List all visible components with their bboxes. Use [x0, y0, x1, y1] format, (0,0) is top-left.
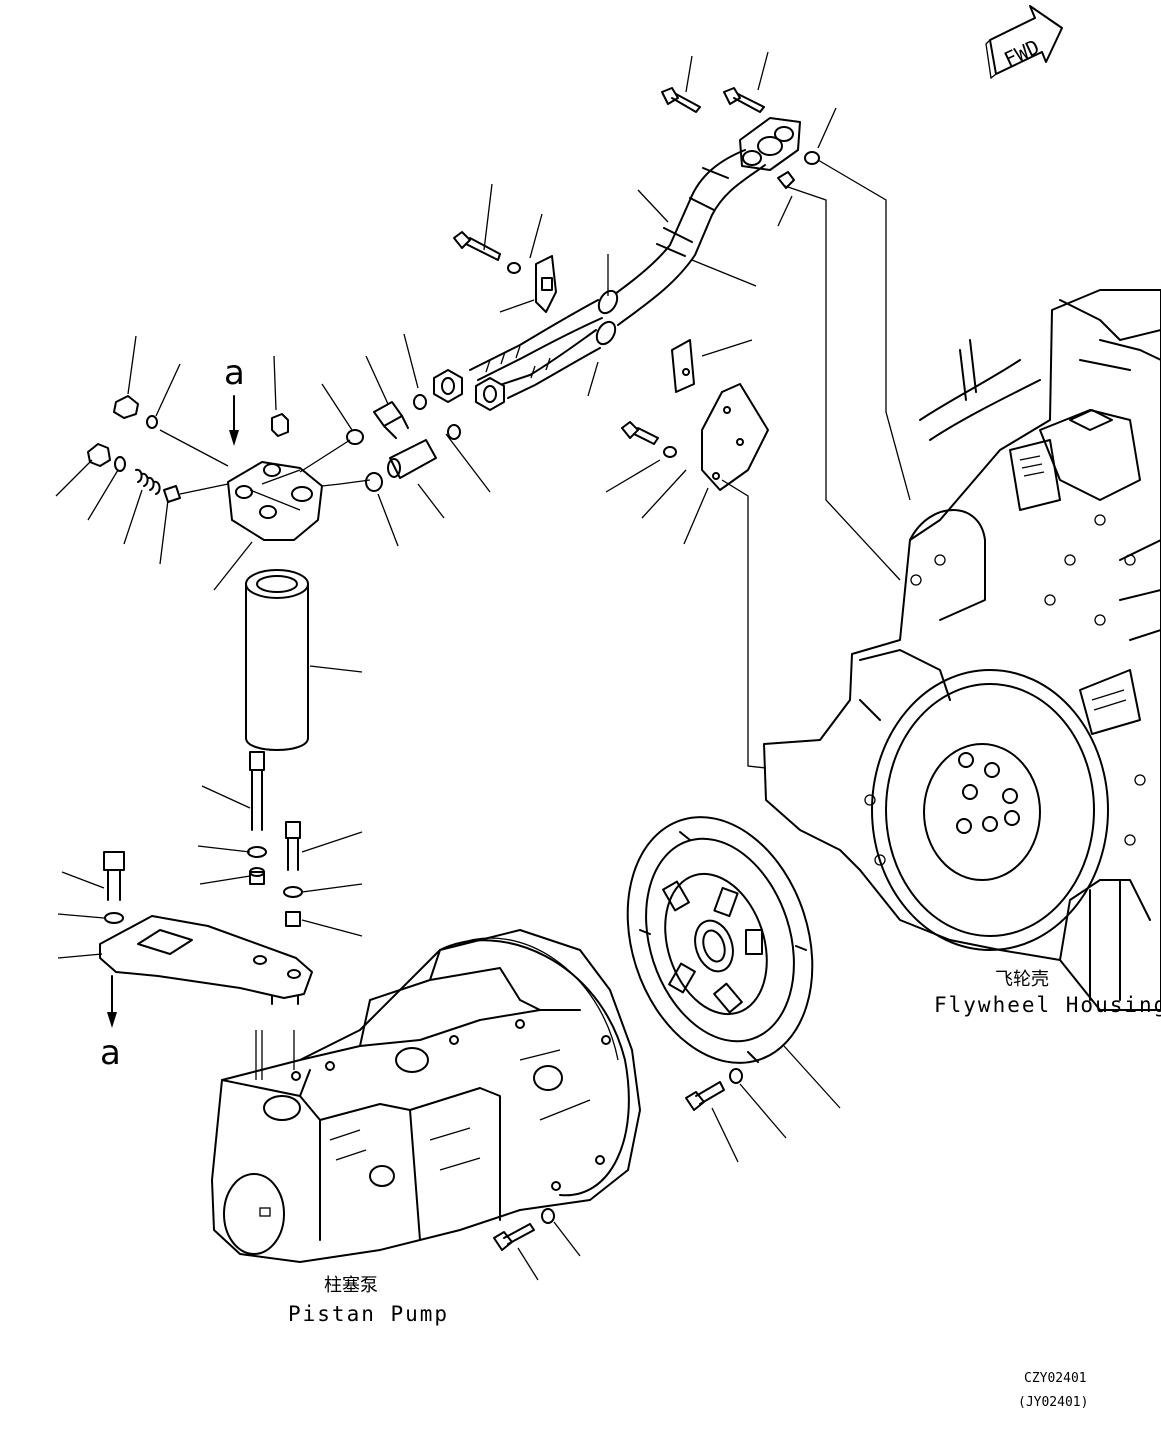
piston-pump-label-cn: 柱塞泵 [324, 1275, 378, 1296]
drawing-code-alt: (JY02401) [1018, 1395, 1088, 1410]
o-ring-2 [365, 472, 383, 492]
flywheel-housing-label-cn: 飞轮壳 [995, 969, 1049, 990]
flywheel-housing-label-en: Flywheel Housing [934, 993, 1161, 1017]
plug-1 [113, 395, 158, 429]
hose-clamp-bolt [453, 231, 521, 274]
filter-element [245, 569, 309, 751]
leader-lines [55, 51, 841, 1281]
hose-assembly [433, 87, 820, 411]
view-arrow-top: a [224, 353, 245, 446]
angle-bracket [701, 383, 769, 491]
piston-pump-label-en: Pistan Pump [288, 1302, 449, 1326]
damper-bolt [685, 1068, 743, 1111]
drawing-code: CZY02401 [1024, 1371, 1087, 1386]
view-marker-top: a [224, 353, 245, 393]
o-ring-1 [346, 429, 364, 445]
adapter-fitting [373, 394, 427, 439]
pump-bracket-bolts [103, 751, 303, 927]
bracket-bolt [621, 421, 677, 458]
pump-mount-bolt [493, 1208, 555, 1251]
filter-head [227, 461, 323, 541]
hose-bracket-clamp [671, 339, 695, 393]
relief-valve-parts [87, 443, 181, 503]
flange-bolt-2 [723, 87, 765, 113]
view-arrow-bottom: a [100, 975, 121, 1073]
plug-2 [271, 413, 289, 437]
pump-bracket [99, 915, 313, 1005]
hose-clamp [535, 255, 557, 313]
fwd-arrow-icon: FWD [985, 5, 1063, 80]
engine-flywheel-housing [763, 289, 1161, 1011]
piston-pump [211, 929, 641, 1263]
seal [777, 171, 795, 189]
check-valve [387, 424, 461, 479]
flange-o-ring [804, 151, 820, 165]
hose-flange [739, 117, 801, 171]
damper-disc [626, 816, 814, 1064]
view-marker-bottom: a [100, 1033, 121, 1073]
flange-bolt-1 [661, 87, 701, 113]
